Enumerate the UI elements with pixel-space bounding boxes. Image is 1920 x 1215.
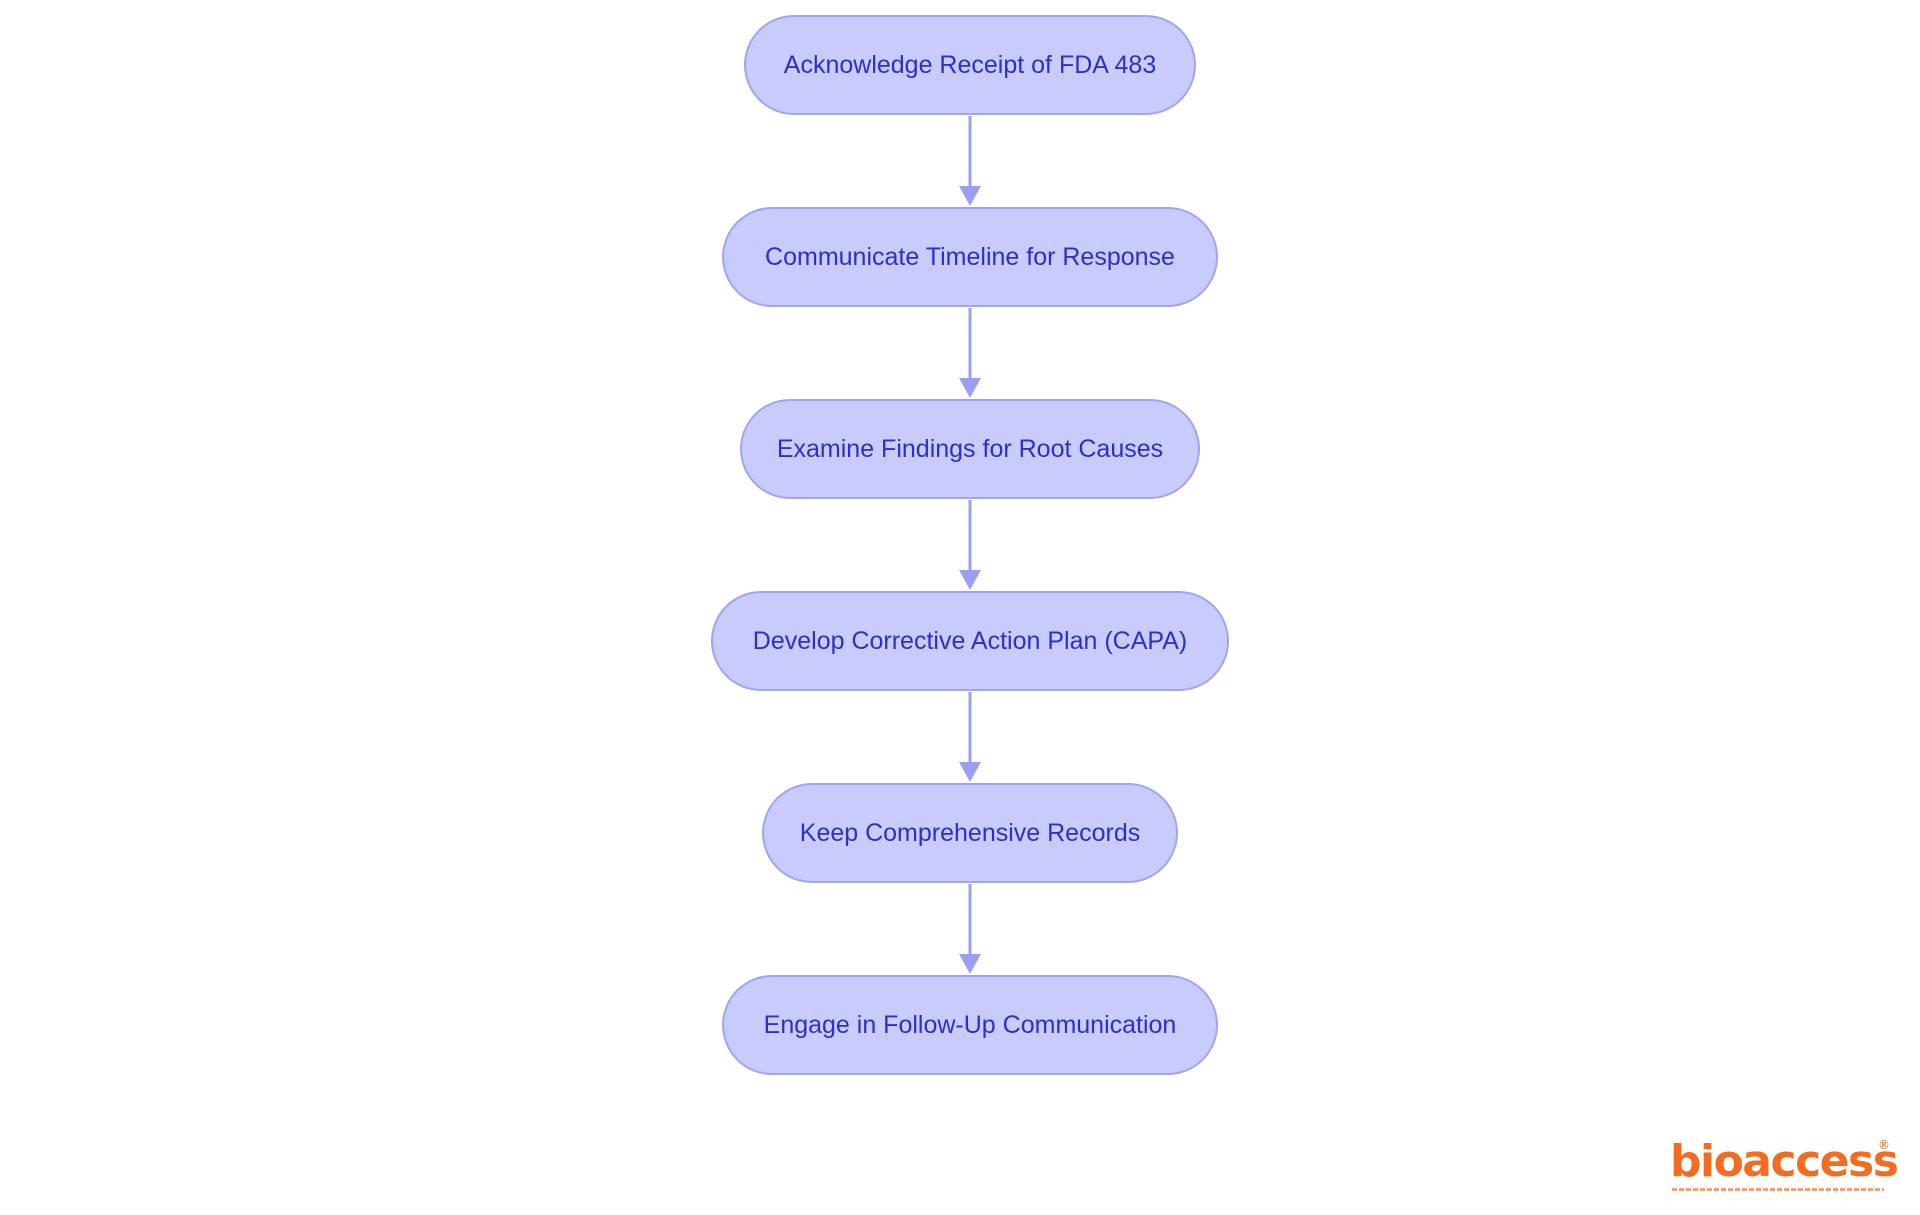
node-examine-findings: Examine Findings for Root Causes	[740, 399, 1200, 499]
edge-step1-step2	[959, 116, 981, 206]
edge-step2-step3	[959, 308, 981, 398]
logo-tagline-stripe	[1672, 1188, 1884, 1191]
node-label: Acknowledge Receipt of FDA 483	[783, 50, 1157, 79]
registered-mark: ®	[1878, 1138, 1890, 1152]
node-acknowledge-receipt: Acknowledge Receipt of FDA 483	[744, 15, 1196, 115]
node-develop-capa: Develop Corrective Action Plan (CAPA)	[711, 591, 1229, 691]
node-keep-records: Keep Comprehensive Records	[762, 783, 1178, 883]
edge-step5-step6	[959, 884, 981, 974]
node-label: Develop Corrective Action Plan (CAPA)	[752, 626, 1188, 655]
node-label: Engage in Follow-Up Communication	[763, 1010, 1177, 1039]
logo-wordmark: bioaccess	[1670, 1136, 1899, 1187]
node-follow-up: Engage in Follow-Up Communication	[722, 975, 1218, 1075]
edge-step3-step4	[959, 500, 981, 590]
edge-step4-step5	[959, 692, 981, 782]
node-label: Keep Comprehensive Records	[799, 818, 1141, 847]
bioaccess-logo: bioaccess ®	[1670, 1138, 1899, 1196]
node-label: Examine Findings for Root Causes	[776, 434, 1164, 463]
node-communicate-timeline: Communicate Timeline for Response	[722, 207, 1218, 307]
node-label: Communicate Timeline for Response	[765, 242, 1175, 271]
